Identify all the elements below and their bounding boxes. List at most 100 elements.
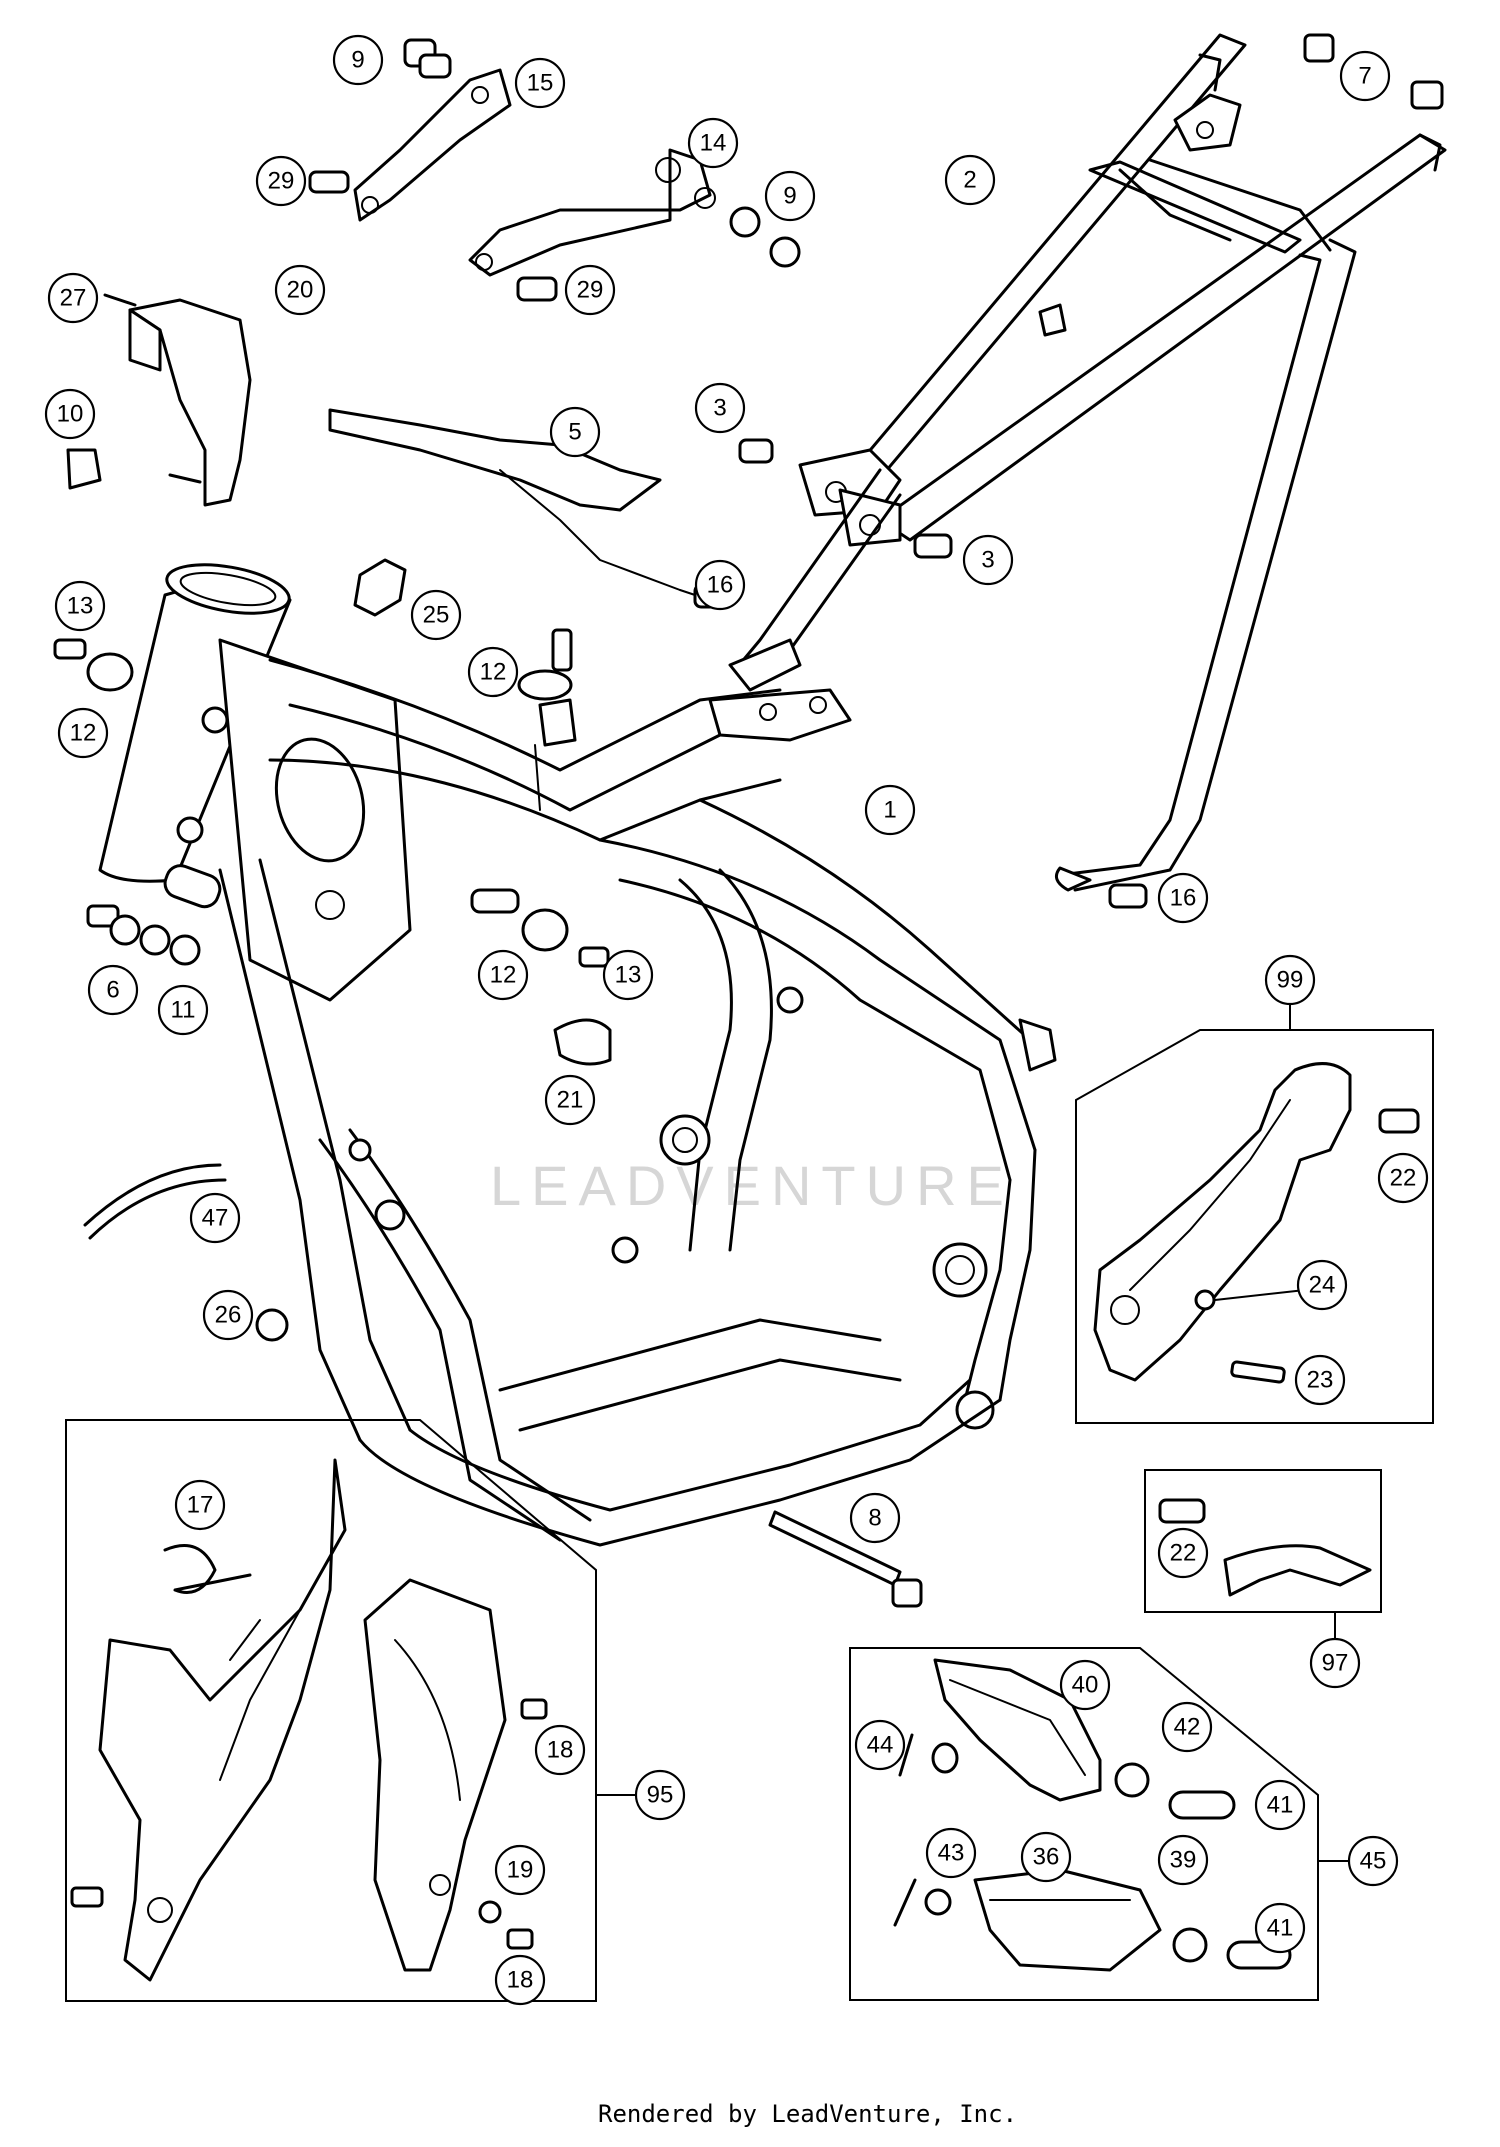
callout-13-center: 13 [602, 949, 654, 1001]
group-box-97 [1144, 1469, 1382, 1613]
group-box-99 [1075, 1029, 1434, 1424]
callout-20: 20 [274, 264, 326, 316]
callout-13-left: 13 [54, 580, 106, 632]
bolt-12-center [470, 888, 520, 914]
washer-24 [1194, 1289, 1216, 1311]
clamp-25 [353, 558, 407, 617]
callout-47: 47 [189, 1192, 241, 1244]
svg-text:22: 22 [1390, 1165, 1417, 1192]
callout-3-top: 3 [694, 382, 746, 434]
callout-26: 26 [202, 1289, 254, 1341]
svg-text:9: 9 [783, 183, 796, 210]
frame-guard-left [98, 1458, 347, 1982]
svg-text:29: 29 [268, 168, 295, 195]
screw-20b [168, 473, 202, 484]
callout-1: 1 [864, 784, 916, 836]
spring-42 [1114, 1762, 1150, 1798]
svg-text:42: 42 [1174, 1714, 1201, 1741]
callout-43: 43 [925, 1827, 977, 1879]
callout-99: 99 [1264, 954, 1316, 1006]
callout-36: 36 [1020, 1831, 1072, 1883]
callout-5: 5 [549, 406, 601, 458]
callout-14: 14 [687, 117, 739, 169]
callout-40: 40 [1059, 1659, 1111, 1711]
callout-11: 11 [157, 984, 209, 1036]
svg-text:43: 43 [938, 1840, 965, 1867]
svg-text:10: 10 [57, 401, 84, 428]
svg-text:16: 16 [707, 572, 734, 599]
svg-text:3: 3 [981, 547, 994, 574]
svg-text:41: 41 [1267, 1915, 1294, 1942]
hose-47 [83, 1163, 222, 1227]
bolt-3-right [913, 533, 953, 559]
svg-text:20: 20 [287, 277, 314, 304]
bolt-6 [86, 904, 120, 928]
svg-text:9: 9 [351, 47, 364, 74]
footpeg-40 [933, 1658, 1102, 1802]
svg-text:18: 18 [547, 1737, 574, 1764]
svg-text:5: 5 [568, 419, 581, 446]
svg-text:29: 29 [577, 277, 604, 304]
bolt-18-top [520, 1698, 548, 1720]
footpeg-36 [973, 1868, 1162, 1972]
callout-97: 97 [1309, 1637, 1361, 1689]
pin-41-top [1168, 1790, 1236, 1820]
svg-text:41: 41 [1267, 1792, 1294, 1819]
bolt-23 [1230, 1360, 1286, 1384]
bolt-9b [418, 53, 452, 79]
callout-19: 19 [494, 1844, 546, 1896]
svg-text:12: 12 [480, 659, 507, 686]
callout-10: 10 [44, 388, 96, 440]
svg-text:7: 7 [1358, 63, 1371, 90]
cable-guide-5 [328, 408, 662, 512]
callout-18-bottom: 18 [494, 1954, 546, 2006]
svg-text:40: 40 [1072, 1672, 1099, 1699]
bushing-12-center [521, 908, 569, 952]
svg-text:14: 14 [700, 130, 727, 157]
callout-2: 2 [944, 154, 996, 206]
bolt-13-left [53, 638, 87, 660]
bolt-18-bottom [506, 1928, 534, 1950]
nut-26 [255, 1308, 289, 1342]
callout-22-97: 22 [1157, 1527, 1209, 1579]
svg-text:12: 12 [490, 962, 517, 989]
callout-7: 7 [1339, 50, 1391, 102]
callout-12-left: 12 [57, 707, 109, 759]
callout-12-top: 12 [467, 646, 519, 698]
callout-29-left: 29 [255, 155, 307, 207]
callout-15: 15 [514, 57, 566, 109]
bolt-29b [516, 276, 558, 302]
callout-41-bottom: 41 [1254, 1902, 1306, 1954]
footer-credit: Rendered by LeadVenture, Inc. [598, 2100, 1017, 2128]
callout-42: 42 [1161, 1701, 1213, 1753]
svg-text:13: 13 [615, 962, 642, 989]
lever-14 [468, 148, 712, 277]
svg-text:3: 3 [713, 395, 726, 422]
svg-text:12: 12 [70, 720, 97, 747]
frame-guard-right [363, 1578, 507, 1972]
callout-23: 23 [1294, 1354, 1346, 1406]
svg-text:13: 13 [67, 593, 94, 620]
rear-subframe [728, 33, 1447, 892]
main-frame [98, 563, 1057, 1547]
callout-9-mid: 9 [764, 170, 816, 222]
nut-9-a [729, 206, 761, 238]
callout-6: 6 [87, 964, 139, 1016]
callout-44: 44 [854, 1719, 906, 1771]
nut-11 [169, 934, 201, 966]
svg-text:44: 44 [867, 1732, 894, 1759]
clamp-21 [553, 1018, 612, 1066]
callout-95: 95 [634, 1769, 686, 1821]
leader-24 [1214, 1289, 1306, 1301]
svg-text:17: 17 [187, 1492, 214, 1519]
callout-24: 24 [1296, 1259, 1348, 1311]
svg-text:8: 8 [868, 1505, 881, 1532]
svg-text:22: 22 [1170, 1540, 1197, 1567]
svg-text:47: 47 [202, 1205, 229, 1232]
bolt-guard-left [70, 1886, 104, 1908]
svg-text:27: 27 [60, 285, 87, 312]
nut-9-b [769, 236, 801, 268]
callout-9-top: 9 [332, 34, 384, 86]
svg-text:15: 15 [527, 70, 554, 97]
